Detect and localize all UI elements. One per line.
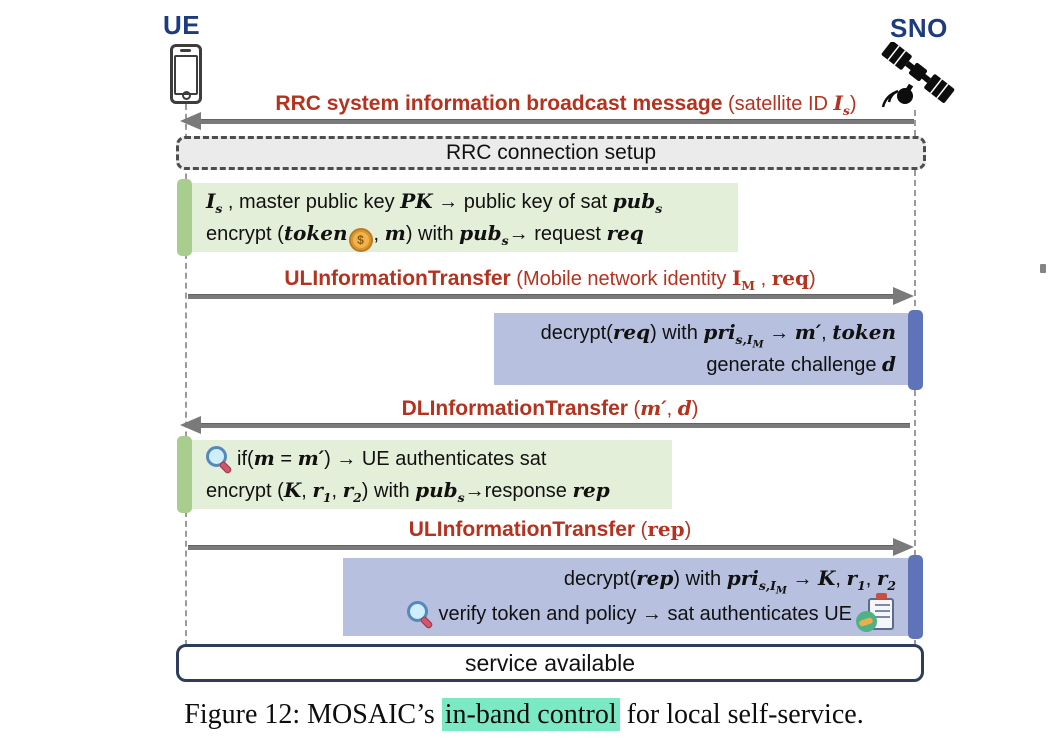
phone-home-button bbox=[182, 91, 191, 100]
phone-screen bbox=[174, 55, 198, 95]
ul-transfer-2-arrowhead bbox=[893, 538, 914, 556]
magnifier-icon bbox=[206, 446, 233, 475]
phone-speaker bbox=[180, 49, 191, 52]
rrc-broadcast-arrowhead bbox=[180, 112, 201, 130]
coin-icon: $ bbox=[348, 228, 373, 252]
ue-note-2-line-1: if(m = m′) → UE authenticates sat bbox=[206, 443, 662, 475]
message-ul-transfer-2-label: ULInformationTransfer (rep) bbox=[408, 517, 692, 541]
sno-activation-bar-2 bbox=[908, 555, 923, 639]
ue-note-2: if(m = m′) → UE authenticates sat encryp… bbox=[192, 440, 672, 509]
sno-note-1-line-2: generate challenge d bbox=[706, 352, 896, 376]
rrc-broadcast-arrow bbox=[198, 119, 914, 124]
rrc-connection-setup-label: RRC connection setup bbox=[445, 141, 657, 164]
message-ul-transfer-1-label: ULInformationTransfer (Mobile network id… bbox=[284, 266, 816, 293]
smartphone-icon bbox=[170, 44, 202, 104]
ul-transfer-2-arrow bbox=[188, 545, 894, 550]
ul-transfer-1-arrow bbox=[188, 294, 894, 299]
dl-transfer-arrowhead bbox=[180, 416, 201, 434]
dl-transfer-arrow bbox=[198, 423, 910, 428]
sno-note-2: decrypt(rep) with pris,IM → K, r1, r2 ve… bbox=[343, 558, 908, 636]
sno-note-1-line-1: decrypt(req) with pris,IM → m′, token bbox=[540, 320, 896, 351]
ue-note-1-line-2: encrypt (token$, m) with pubs→ request r… bbox=[206, 218, 728, 252]
service-available-box: service available bbox=[176, 644, 924, 682]
magnifier-icon bbox=[407, 601, 435, 630]
sno-note-2-line-1: decrypt(rep) with pris,IM → K, r1, r2 bbox=[563, 566, 896, 597]
sno-note-2-line-2: verify token and policy → sat authentica… bbox=[351, 593, 896, 632]
message-rrc-broadcast-label: RRC system information broadcast message… bbox=[275, 91, 857, 118]
ue-lifeline bbox=[185, 104, 187, 646]
ue-note-1-line-1: Is , master public key PK → public key o… bbox=[206, 189, 663, 216]
ue-activation-bar-2 bbox=[177, 436, 192, 513]
ue-activation-bar-1 bbox=[177, 179, 192, 256]
stray-mark bbox=[1040, 264, 1046, 273]
message-title: RRC system information broadcast message bbox=[275, 92, 723, 115]
sno-activation-bar-1 bbox=[908, 310, 923, 390]
service-available-label: service available bbox=[464, 650, 636, 676]
ue-note-1: Is , master public key PK → public key o… bbox=[192, 183, 738, 252]
actor-sno-label: SNO bbox=[890, 13, 948, 43]
sno-note-1: decrypt(req) with pris,IM → m′, token ge… bbox=[494, 313, 908, 385]
caption-highlight: in-band control bbox=[441, 698, 620, 731]
message-dl-transfer-label: DLInformationTransfer (m′, d) bbox=[401, 396, 699, 420]
ul-transfer-1-arrowhead bbox=[893, 287, 914, 305]
satellite-icon bbox=[874, 41, 962, 119]
actor-ue-label: UE bbox=[163, 10, 201, 40]
handshake-clipboard-icon bbox=[856, 593, 896, 632]
figure-caption: Figure 12: MOSAIC’s in-band control for … bbox=[184, 698, 864, 731]
rrc-connection-setup-box: RRC connection setup bbox=[176, 136, 926, 170]
ue-note-2-line-2: encrypt (K, r1, r2) with pubs→response r… bbox=[206, 478, 610, 505]
